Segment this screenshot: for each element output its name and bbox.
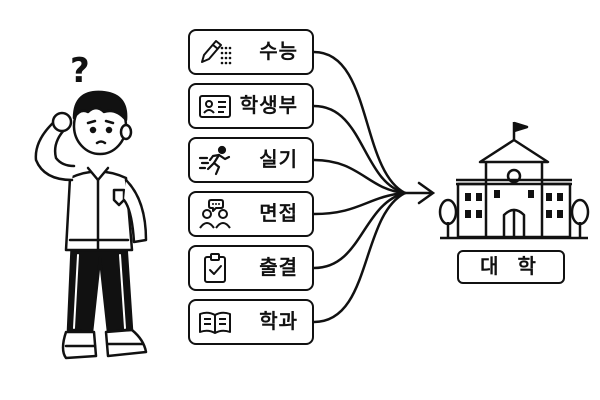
criteria-label: 출결 xyxy=(259,255,298,279)
criteria-card-department: 학과 xyxy=(188,299,314,345)
criteria-card-student-record: 학생부 xyxy=(188,83,314,129)
criteria-label: 실기 xyxy=(259,147,298,171)
criteria-card-attendance: 출결 xyxy=(188,245,314,291)
criteria-card-suneung: 수능 xyxy=(188,29,314,75)
pencil-grid-icon xyxy=(201,40,232,65)
connector-line xyxy=(312,191,407,324)
running-person-icon xyxy=(198,145,231,176)
connector-line xyxy=(312,104,407,195)
criteria-label: 면접 xyxy=(259,201,298,225)
university-building-icon xyxy=(438,121,590,240)
criteria-card-interview: 면접 xyxy=(188,191,314,237)
criteria-label: 학생부 xyxy=(239,93,298,117)
connector-line xyxy=(312,191,407,216)
interview-people-icon xyxy=(199,199,231,229)
university-label: 대 학 xyxy=(457,250,565,284)
connector-line xyxy=(312,50,407,195)
question-mark-icon: ? xyxy=(70,51,90,91)
confused-student-icon: ? xyxy=(34,51,148,360)
connector-line xyxy=(312,158,407,195)
arrow-head xyxy=(417,181,436,205)
criteria-label: 수능 xyxy=(259,39,298,63)
criteria-card-practical: 실기 xyxy=(188,137,314,183)
connector-line xyxy=(312,191,407,270)
open-book-icon xyxy=(199,311,231,334)
clipboard-check-icon xyxy=(204,253,226,283)
id-card-icon xyxy=(199,95,231,118)
criteria-label: 학과 xyxy=(259,309,298,333)
